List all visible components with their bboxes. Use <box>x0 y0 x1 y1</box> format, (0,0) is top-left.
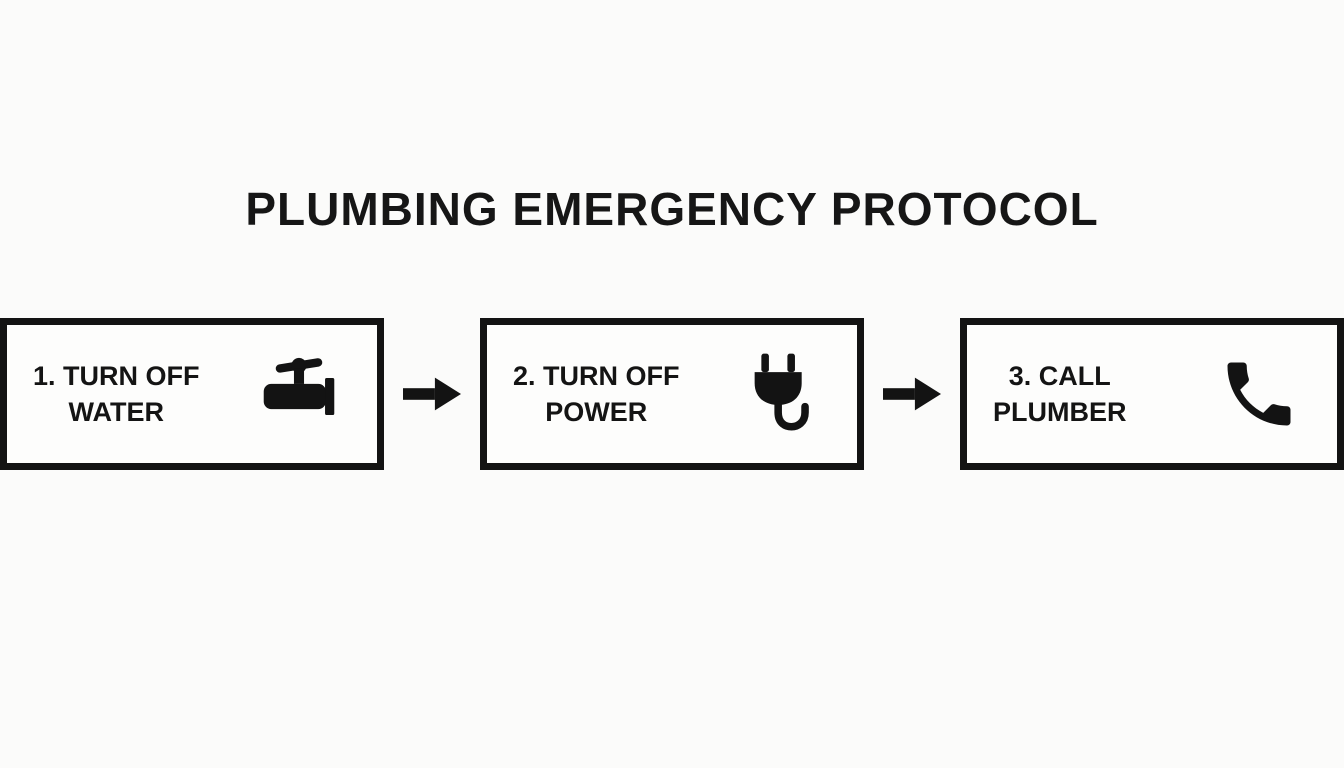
step-box-turn-off-power: 2. TURN OFF POWER <box>480 318 864 470</box>
protocol-flowchart: 1. TURN OFF WATER <box>0 318 1344 470</box>
step-label: 2. TURN OFF POWER <box>513 358 680 431</box>
power-plug-icon <box>735 350 823 438</box>
step-box-call-plumber: 3. CALL PLUMBER <box>960 318 1344 470</box>
step-label-line1: 2. TURN OFF <box>513 360 680 391</box>
step-label: 1. TURN OFF WATER <box>33 358 200 431</box>
step-box-turn-off-water: 1. TURN OFF WATER <box>0 318 384 470</box>
step-label-line2: PLUMBER <box>993 397 1127 427</box>
step-label: 3. CALL PLUMBER <box>993 358 1127 431</box>
water-valve-icon <box>255 350 343 438</box>
step-label-line1: 3. CALL <box>1008 360 1111 391</box>
step-label-line1: 1. TURN OFF <box>33 360 200 391</box>
phone-icon <box>1215 350 1303 438</box>
step-label-line2: POWER <box>545 397 648 427</box>
step-label-line2: WATER <box>68 397 165 427</box>
arrow-right-icon <box>864 374 960 414</box>
arrow-right-icon <box>384 374 480 414</box>
page-title: PLUMBING EMERGENCY PROTOCOL <box>245 183 1099 235</box>
